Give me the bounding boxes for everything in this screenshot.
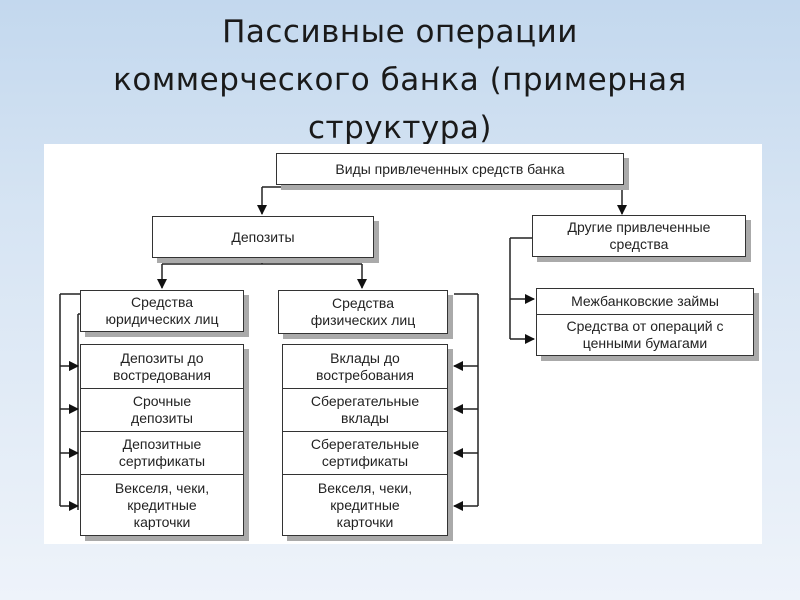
list-item: Депозитные сертификаты bbox=[81, 432, 243, 475]
list-item: Срочные депозиты bbox=[81, 389, 243, 432]
list-item: Векселя, чеки, кредитные карточки bbox=[114, 479, 210, 530]
connector-lines bbox=[59, 186, 627, 511]
individuals-node: Средства физических лиц bbox=[278, 290, 448, 334]
list-item: Межбанковские займы bbox=[537, 289, 753, 315]
individuals-list: Вклады до востребования Сберегательные в… bbox=[282, 344, 448, 536]
root-node: Виды привлеченных средств банка bbox=[276, 153, 624, 185]
list-item: Векселя, чеки, кредитные карточки bbox=[317, 479, 413, 530]
legal-entities-list: Депозиты до востредования Срочные депози… bbox=[80, 344, 244, 536]
other-funds-list: Межбанковские займы Средства от операций… bbox=[536, 288, 754, 356]
slide-title: Пассивные операции коммерческого банка (… bbox=[113, 14, 687, 146]
legal-entities-node: Средства юридических лиц bbox=[80, 290, 244, 332]
list-item: Депозиты до востредования bbox=[81, 345, 243, 389]
other-funds-node: Другие привлеченные средства bbox=[532, 215, 746, 257]
diagram-panel: Виды привлеченных средств банка Депозиты… bbox=[44, 144, 762, 544]
deposits-node: Депозиты bbox=[152, 216, 374, 258]
list-item: Сберегательные сертификаты bbox=[283, 432, 447, 475]
list-item: Средства от операций с ценными бумагами bbox=[566, 318, 724, 351]
list-item: Сберегательные вклады bbox=[283, 389, 447, 432]
list-item: Вклады до востребования bbox=[283, 345, 447, 389]
